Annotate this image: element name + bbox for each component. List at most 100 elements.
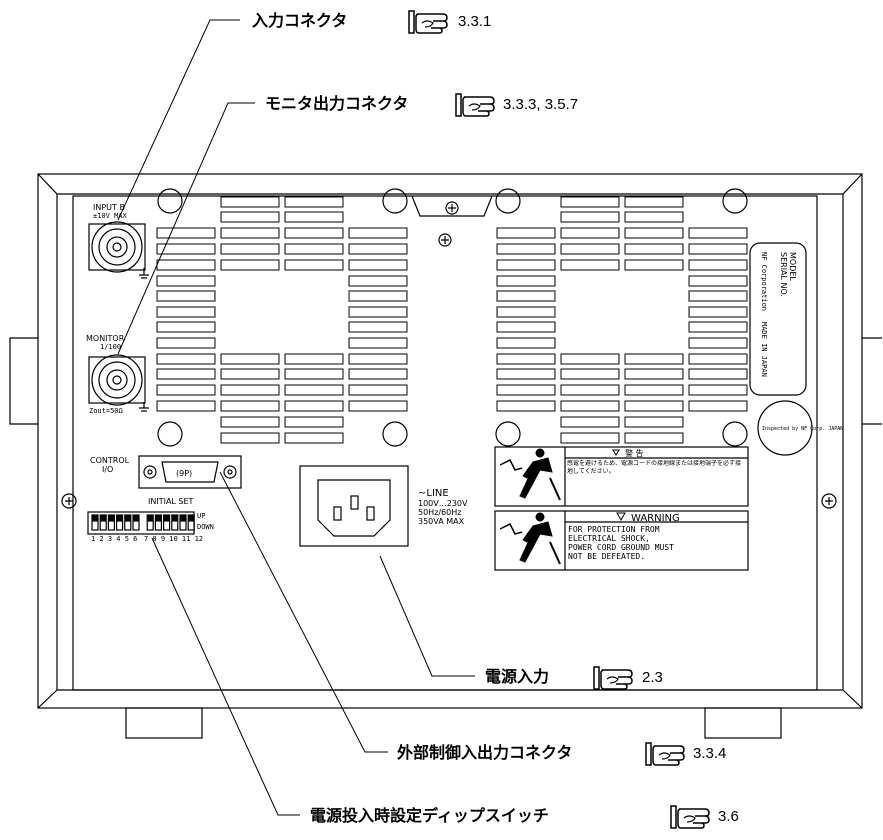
screw-icon xyxy=(445,201,459,215)
callout-label-dip: 電源投入時設定ディップスイッチ xyxy=(310,806,549,825)
vent-slot xyxy=(156,306,216,318)
vent-slot xyxy=(220,227,280,239)
vent-slot xyxy=(624,432,684,444)
vent-slot xyxy=(624,259,684,271)
dip-toggle xyxy=(91,514,99,531)
warning-triangle-icon xyxy=(616,512,626,522)
model-text: MODEL xyxy=(788,252,797,281)
vent-slot xyxy=(156,275,216,287)
warning-jp-text: 感電を避けるため、電源コードの接地線または接地端子を必ず接地してください。 xyxy=(567,460,742,475)
vent-slot xyxy=(284,368,344,380)
vent-slot xyxy=(284,353,344,365)
dip-toggle xyxy=(115,514,124,531)
line-voltage: 100V…230V xyxy=(418,499,468,508)
vent-slot xyxy=(560,384,620,396)
input-bnc-connector xyxy=(88,221,149,279)
callout-label-input: 入力コネクタ xyxy=(252,11,347,30)
warning-line-2: ELECTRICAL SHOCK, xyxy=(568,534,650,543)
inspection-seal xyxy=(757,400,813,456)
vent-slot xyxy=(284,432,344,444)
vent-slot xyxy=(284,259,344,271)
monitor-label: MONITOR xyxy=(86,334,125,343)
vent-slot xyxy=(156,384,216,396)
shock-hazard-icon xyxy=(499,448,561,501)
vent-slot xyxy=(348,290,408,302)
input-label: INPUT B xyxy=(93,203,125,212)
callout-ref-monitor: 3.3.3, 3.5.7 xyxy=(503,96,578,113)
vent-slot xyxy=(284,416,344,428)
vent-slot xyxy=(624,196,684,208)
vent-slot xyxy=(156,353,216,365)
vent-slot xyxy=(284,227,344,239)
zout-label: Zout=50Ω xyxy=(89,407,123,415)
vent-slot xyxy=(496,259,556,271)
dip-switch xyxy=(87,511,195,535)
callout-ref-control: 3.3.4 xyxy=(693,745,726,762)
vent-slot xyxy=(496,400,556,412)
inner-panel xyxy=(72,195,818,691)
vent-slot xyxy=(348,259,408,271)
reference-hand-icon xyxy=(593,666,633,690)
vent-slot xyxy=(688,306,748,318)
vent-slot xyxy=(220,432,280,444)
vent-slot xyxy=(688,384,748,396)
left-handle xyxy=(9,337,38,425)
vent-slot xyxy=(156,290,216,302)
line-power: 350VA MAX xyxy=(418,517,465,526)
control-label: CONTROL xyxy=(90,456,130,465)
vent-slot xyxy=(348,306,408,318)
leader-line-input xyxy=(117,19,240,221)
vent-slot xyxy=(624,368,684,380)
reference-hand-icon xyxy=(455,93,495,117)
right-foot xyxy=(704,707,782,739)
vent-slot xyxy=(284,196,344,208)
vent-slot xyxy=(560,259,620,271)
model-plate xyxy=(749,242,807,396)
vent-slot xyxy=(624,243,684,255)
vent-slot xyxy=(496,353,556,365)
dip-toggle xyxy=(132,514,140,531)
vent-slot xyxy=(688,368,748,380)
vent-slot xyxy=(156,368,216,380)
vent-slot xyxy=(560,353,620,365)
vent-slot xyxy=(560,227,620,239)
leader-line-power xyxy=(379,555,475,677)
warning-title: WARNING xyxy=(631,513,680,524)
vent-slot xyxy=(560,211,620,223)
warning-triangle-icon xyxy=(612,449,620,456)
vent-slot xyxy=(624,227,684,239)
vent-slot xyxy=(348,321,408,333)
vent-slot xyxy=(560,368,620,380)
vent-slot xyxy=(688,337,748,349)
dip-down-label: DOWN xyxy=(197,523,214,531)
vent-slot xyxy=(688,321,748,333)
warning-line-4: NOT BE DEFEATED. xyxy=(568,552,645,561)
vent-slot xyxy=(220,416,280,428)
top-notch xyxy=(411,195,493,217)
vent-slot xyxy=(688,290,748,302)
vent-slot xyxy=(156,337,216,349)
vent-slot xyxy=(496,337,556,349)
vent-slot xyxy=(496,306,556,318)
vent-slot xyxy=(560,400,620,412)
vent-slot xyxy=(496,384,556,396)
screw-icon xyxy=(821,493,837,509)
dip-toggle xyxy=(179,514,187,531)
vent-slot xyxy=(496,368,556,380)
callout-label-monitor: モニタ出力コネクタ xyxy=(265,94,408,113)
control-sub-label: I/O xyxy=(102,465,113,474)
seal-text: Inspected by NF Corp. JAPAN xyxy=(762,426,843,432)
input-sub-label: ±10V MAX xyxy=(93,212,128,220)
callout-ref-input: 3.3.1 xyxy=(458,13,491,30)
dip-toggle xyxy=(154,514,162,531)
vent-slot xyxy=(348,400,408,412)
vent-slot xyxy=(348,353,408,365)
vent-slot xyxy=(220,368,280,380)
vent-slot xyxy=(156,321,216,333)
vent-slot xyxy=(624,353,684,365)
dip-toggle xyxy=(187,514,195,531)
serial-text: SERIAL NO. xyxy=(779,252,788,297)
vent-slot xyxy=(688,353,748,365)
reference-hand-icon xyxy=(670,805,710,829)
